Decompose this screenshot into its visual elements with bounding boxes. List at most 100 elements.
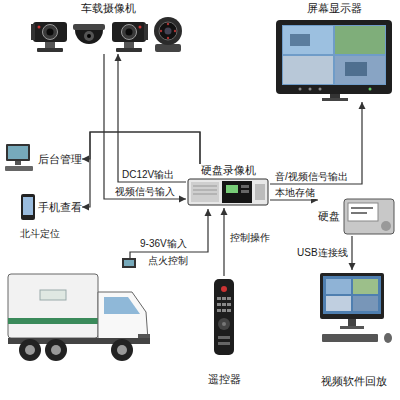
office-node: 后台管理 (4, 142, 82, 176)
device-label: 硬盘录像机 (201, 164, 256, 177)
playback-computer (322, 334, 378, 342)
remote-control (214, 279, 234, 355)
dvr-unit (193, 186, 217, 187)
box-camera (45, 42, 55, 49)
box-camera (43, 25, 58, 40)
playback-computer (353, 279, 378, 294)
ir-dome-camera (167, 23, 169, 25)
remote-control (217, 297, 221, 300)
signal-label: 视频信号输入 (114, 186, 176, 198)
office-computer (5, 144, 33, 171)
dvr-unit (222, 181, 252, 203)
mobile-phone (21, 194, 35, 220)
ir-dome-camera (165, 28, 172, 35)
remote-control (221, 286, 227, 292)
hard-disk (351, 212, 367, 214)
garbage-truck (8, 318, 98, 324)
office-computer (15, 161, 21, 165)
dome-camera (84, 31, 94, 41)
device-label: 屏幕显示器 (307, 2, 362, 15)
display-monitor (309, 88, 312, 91)
device-label: 车载摄像机 (81, 2, 136, 15)
display-monitor (369, 88, 372, 91)
display-monitor (290, 34, 310, 46)
remote-control (227, 297, 231, 300)
signal-label: 本地存储 (274, 187, 316, 199)
playback-computer (384, 333, 392, 343)
remote-control (217, 309, 221, 312)
in-cab-device (122, 258, 136, 268)
box-camera (122, 25, 137, 40)
signal-connector (270, 102, 362, 184)
device-label: 视频软件回放 (321, 375, 387, 388)
office-computer (8, 146, 28, 159)
device-label: 后台管理 (38, 153, 82, 166)
playback-computer (320, 273, 384, 319)
playback-node: 视频软件回放 (312, 270, 396, 388)
remote-control (218, 342, 230, 345)
monitor-node: 屏幕显示器 (272, 2, 396, 102)
power-ignition-wire (130, 209, 208, 258)
remote-control (218, 318, 230, 330)
hard-disk (348, 203, 378, 221)
garbage-truck (104, 297, 140, 314)
garbage-truck (98, 292, 148, 340)
box-camera (31, 24, 35, 40)
signal-connector (118, 54, 186, 182)
device-label: 硬盘 (318, 210, 340, 223)
playback-computer (340, 326, 364, 329)
dome-camera (87, 34, 91, 38)
in-cab-device (124, 260, 134, 266)
display-monitor (335, 26, 385, 54)
garbage-truck (8, 274, 98, 338)
hard-disk (381, 221, 391, 231)
remote-control (218, 336, 230, 339)
ir-dome-camera (167, 37, 169, 39)
display-monitor (345, 62, 367, 76)
remote-node: 遥控器 (204, 276, 244, 386)
signal-label: 音/视频信号输出 (274, 171, 349, 183)
positioning-label: 北斗定位 (20, 228, 60, 240)
box-camera (47, 29, 54, 36)
display-monitor (299, 88, 302, 91)
signal-label: 控制操作 (229, 232, 271, 244)
playback-computer (353, 296, 378, 311)
box-camera (112, 22, 146, 42)
garbage-truck (45, 339, 67, 361)
garbage-truck (25, 345, 35, 355)
playback-computer (348, 319, 356, 326)
signal-connector (104, 54, 186, 199)
dome-camera (75, 30, 103, 44)
remote-control (222, 297, 226, 300)
garbage-truck (8, 274, 150, 361)
dvr-unit (226, 185, 238, 193)
signal-connector (82, 132, 200, 164)
remote-control (214, 279, 234, 355)
power-input-label: 9-36V输入 (140, 238, 187, 250)
box-camera (31, 22, 67, 52)
box-camera (37, 48, 63, 52)
playback-computer (326, 279, 351, 294)
remote-control (222, 322, 226, 326)
dvr-unit (255, 184, 265, 200)
display-monitor (322, 98, 348, 101)
display-monitor (319, 88, 322, 91)
remote-control (217, 303, 221, 306)
box-camera (139, 26, 142, 29)
remote-control (222, 303, 226, 306)
box-camera (126, 29, 133, 36)
dvr-unit (191, 182, 219, 202)
power-ignition-wire (130, 209, 208, 258)
dvr-node: 硬盘录像机 (186, 164, 270, 208)
ir-dome-camera (159, 22, 177, 40)
ir-dome-camera (174, 30, 176, 32)
hard-disk (344, 199, 394, 234)
disk-node: 硬盘 (318, 196, 396, 236)
camera-group: 车载摄像机 (28, 2, 188, 54)
remote-control (227, 309, 231, 312)
mobile-phone (21, 194, 35, 220)
dvr-unit (193, 190, 217, 191)
box-camera (38, 26, 41, 29)
